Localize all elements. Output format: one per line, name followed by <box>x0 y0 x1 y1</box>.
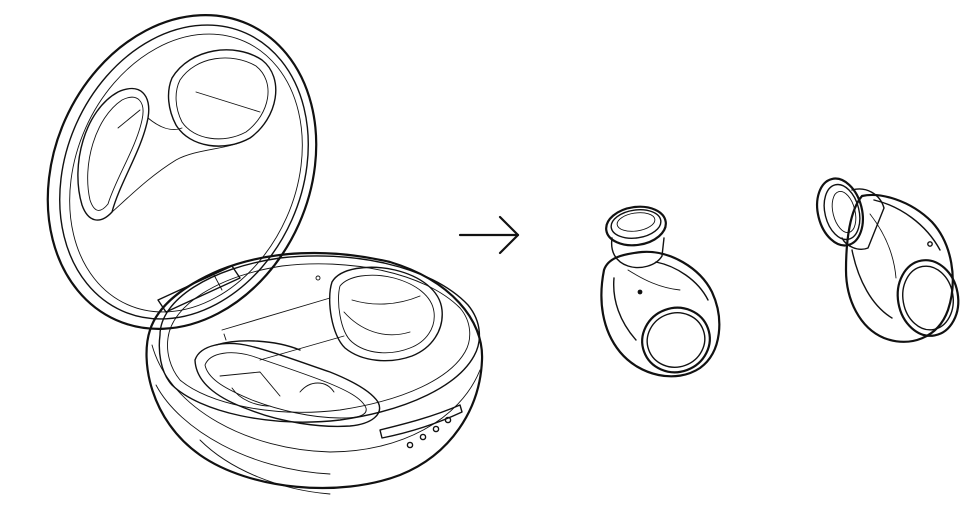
charging-case <box>46 14 484 495</box>
case-body <box>145 251 484 495</box>
removal-arrow-icon <box>458 215 520 255</box>
left-earbud <box>600 205 721 378</box>
right-earbud <box>816 177 960 343</box>
indicator-leds <box>406 416 452 449</box>
case-lid <box>46 14 318 330</box>
